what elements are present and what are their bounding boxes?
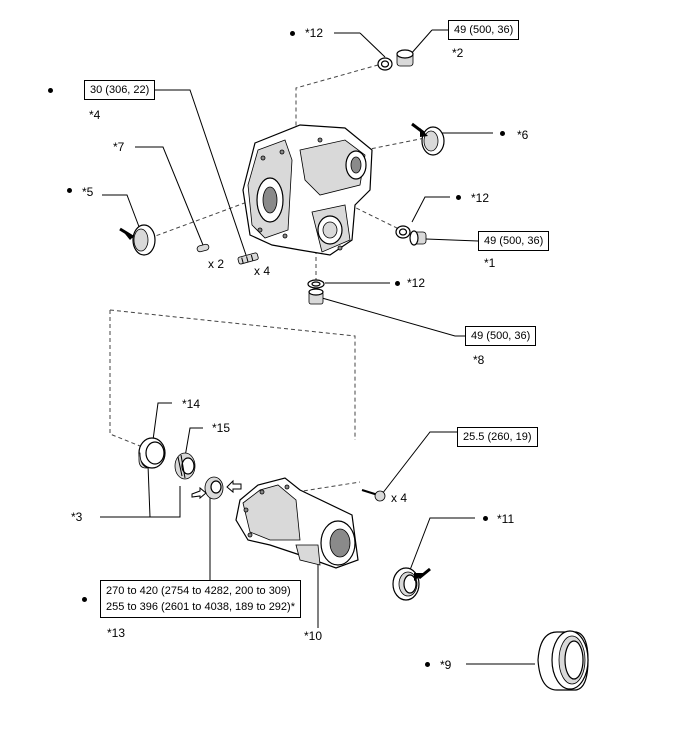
bullet-5: [67, 188, 72, 193]
bearing-outer-race: [138, 437, 166, 469]
quantity-pins: x 2: [208, 257, 225, 271]
oil-seal-left: [119, 224, 156, 256]
dust-deflector: [537, 630, 589, 691]
torque-box-drain-plug: 49 (500, 36): [478, 231, 550, 251]
callout-3: *3: [71, 510, 83, 524]
callout-10: *10: [304, 629, 323, 643]
oil-seal-right: [411, 122, 445, 156]
torque-box-lock-nut: 270 to 420 (2754 to 4282, 200 to 309) 25…: [100, 580, 301, 618]
callout-14: *14: [182, 397, 201, 411]
callout-12-top: *12: [305, 26, 324, 40]
torque-lock-nut-line2: 255 to 396 (2601 to 4038, 189 to 292)*: [106, 601, 295, 613]
plug-lower: [308, 288, 324, 305]
filler-plug-top: [396, 49, 414, 67]
drain-plug: [409, 230, 427, 246]
bullet-9: [425, 662, 430, 667]
callout-5: *5: [82, 185, 94, 199]
bullet-12c: [395, 281, 400, 286]
torque-box-housing-bolt: 25.5 (260, 19): [457, 427, 538, 447]
callout-1: *1: [484, 256, 496, 270]
callout-15: *15: [212, 421, 231, 435]
gasket-top: [377, 57, 393, 71]
callout-4: *4: [89, 108, 101, 122]
straight-pins: [196, 243, 210, 253]
callout-7: *7: [113, 140, 125, 154]
housing-bolt: [361, 489, 386, 502]
bullet-12a: [290, 31, 295, 36]
bullet-11: [483, 516, 488, 521]
torque-lock-nut-line1: 270 to 420 (2754 to 4282, 200 to 309): [106, 585, 291, 597]
gasket-lower: [307, 279, 325, 289]
quantity-bolts: x 4: [391, 491, 408, 505]
callout-9: *9: [440, 658, 452, 672]
callout-12-right: *12: [471, 191, 490, 205]
gasket-right: [395, 225, 411, 239]
tapered-roller-bearing: [174, 452, 196, 480]
callout-12-lower: *12: [407, 276, 426, 290]
leader-lines: [100, 29, 535, 665]
transfer-case-housing: [242, 124, 373, 256]
callout-6: *6: [517, 128, 529, 142]
callout-8: *8: [473, 353, 485, 367]
torque-box-stud-bolt: 30 (306, 22): [84, 80, 156, 100]
bullet-6: [500, 131, 505, 136]
bullet-4: [48, 88, 53, 93]
lock-nut: [191, 476, 242, 500]
bullet-12b: [456, 195, 461, 200]
alignment-lines: [109, 62, 426, 494]
torque-box-plug-top: 49 (500, 36): [448, 20, 520, 40]
torque-box-plug-lower: 49 (500, 36): [465, 326, 537, 346]
oil-seal-extension: [392, 567, 431, 601]
bullet-13: [82, 597, 87, 602]
quantity-studs: x 4: [254, 264, 271, 278]
callout-13: *13: [107, 626, 126, 640]
extension-housing: [235, 477, 359, 569]
callout-2: *2: [452, 46, 464, 60]
stud-bolts: [237, 252, 259, 265]
callout-11: *11: [497, 512, 515, 526]
